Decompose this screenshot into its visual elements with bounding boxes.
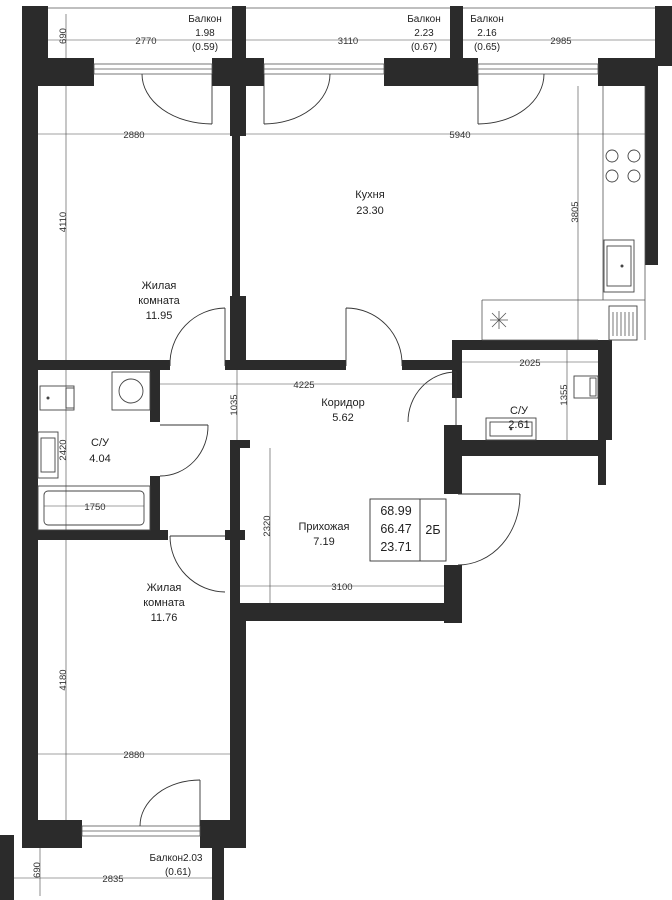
toilet-icon: [573, 375, 599, 399]
bath-left-name: С/У: [91, 437, 110, 449]
balcony-2-coef: (0.67): [411, 42, 437, 53]
living-top-name-2: комната: [138, 295, 180, 307]
bath-left-area: 4.04: [89, 453, 110, 465]
balcony-1-area: 1.98: [195, 28, 215, 39]
dim-bathtub-length: 1750: [84, 502, 105, 513]
balcony-3-coef: (0.65): [474, 42, 500, 53]
corridor-area: 5.62: [332, 412, 353, 424]
doors: [139, 73, 545, 827]
washbasin-icon: [485, 417, 537, 441]
dim-bath-left-height: 2420: [58, 439, 69, 460]
dishwasher-icon: [608, 305, 638, 341]
balcony-2-name: Балкон: [407, 14, 441, 25]
kitchen-name: Кухня: [355, 189, 384, 201]
dim-corridor-width: 4225: [293, 380, 314, 391]
dim-bal1-width: 2770: [135, 36, 156, 47]
corridor-name: Коридор: [321, 397, 364, 409]
dim-bal4-width: 2835: [102, 874, 123, 885]
balcony-3-name: Балкон: [470, 14, 504, 25]
walls: [0, 58, 658, 900]
balcony-4-coef: (0.61): [165, 867, 191, 878]
bath-right-area: 2.61: [508, 419, 529, 431]
dim-bal3-width: 2985: [550, 36, 571, 47]
living-top-area: 11.95: [146, 310, 173, 322]
living-bottom-name-2: комната: [143, 597, 185, 609]
balconies-top: [22, 6, 672, 66]
dim-living-top-width: 2880: [123, 130, 144, 141]
dim-bal4-depth: 690: [32, 862, 43, 878]
dim-bal2-width: 3110: [338, 36, 358, 47]
balcony-1-name: Балкон: [188, 14, 222, 25]
balcony-1-coef: (0.59): [192, 42, 218, 53]
washbasin-icon: [37, 431, 59, 479]
hall-area: 7.19: [313, 536, 334, 548]
bath-right-name: С/У: [510, 405, 529, 417]
dim-living-top-height: 4110: [58, 212, 69, 232]
dim-bal1-depth: 690: [58, 28, 69, 44]
windows: [81, 63, 599, 837]
dimension-lines: [14, 14, 655, 896]
dim-living-bottom-width: 2880: [123, 750, 144, 761]
area-no-balcony: 66.47: [380, 522, 411, 536]
dim-corridor-height: 1035: [229, 394, 240, 415]
living-bottom-name-1: Жилая: [147, 582, 182, 594]
washer-icon: [111, 371, 151, 411]
dimension-texts: 690 2770 3110 2985 2880 5940 4110 3805 2…: [32, 28, 581, 885]
sink-icon: [603, 239, 635, 293]
dim-living-bottom-height: 4180: [58, 669, 69, 690]
dim-kitchen-height: 3805: [570, 201, 581, 222]
dim-bath-right-width: 2025: [519, 358, 540, 369]
dim-hall-height: 2320: [262, 515, 273, 536]
balcony-3-area: 2.16: [477, 28, 497, 39]
bathtub-icon: [37, 485, 151, 531]
balcony-2-area: 2.23: [414, 28, 434, 39]
hall-name: Прихожая: [299, 521, 350, 533]
area-summary-box: 68.99 66.47 23.71 2Б: [369, 498, 447, 562]
living-bottom-area: 11.76: [151, 612, 178, 624]
dim-hall-width: 3100: [331, 582, 352, 593]
toilet-icon: [39, 385, 75, 411]
bath-right-fixtures: [485, 375, 599, 441]
ventilation-icon: [490, 311, 508, 329]
balcony-4-name-area: Балкон2.03: [150, 853, 203, 864]
living-area: 23.71: [380, 540, 411, 554]
total-area: 68.99: [380, 504, 411, 518]
living-top-name-1: Жилая: [142, 280, 177, 292]
bath-left-fixtures: [37, 371, 151, 531]
kitchen-area: 23.30: [356, 205, 384, 217]
stove-icon: [605, 149, 641, 183]
dim-kitchen-width: 5940: [449, 130, 470, 141]
room-labels: Балкон 1.98 (0.59) Балкон 2.23 (0.67) Ба…: [89, 14, 529, 878]
kitchen-fixtures: [481, 86, 646, 341]
apartment-type: 2Б: [425, 523, 440, 537]
dim-bath-right-height: 1355: [559, 384, 570, 405]
